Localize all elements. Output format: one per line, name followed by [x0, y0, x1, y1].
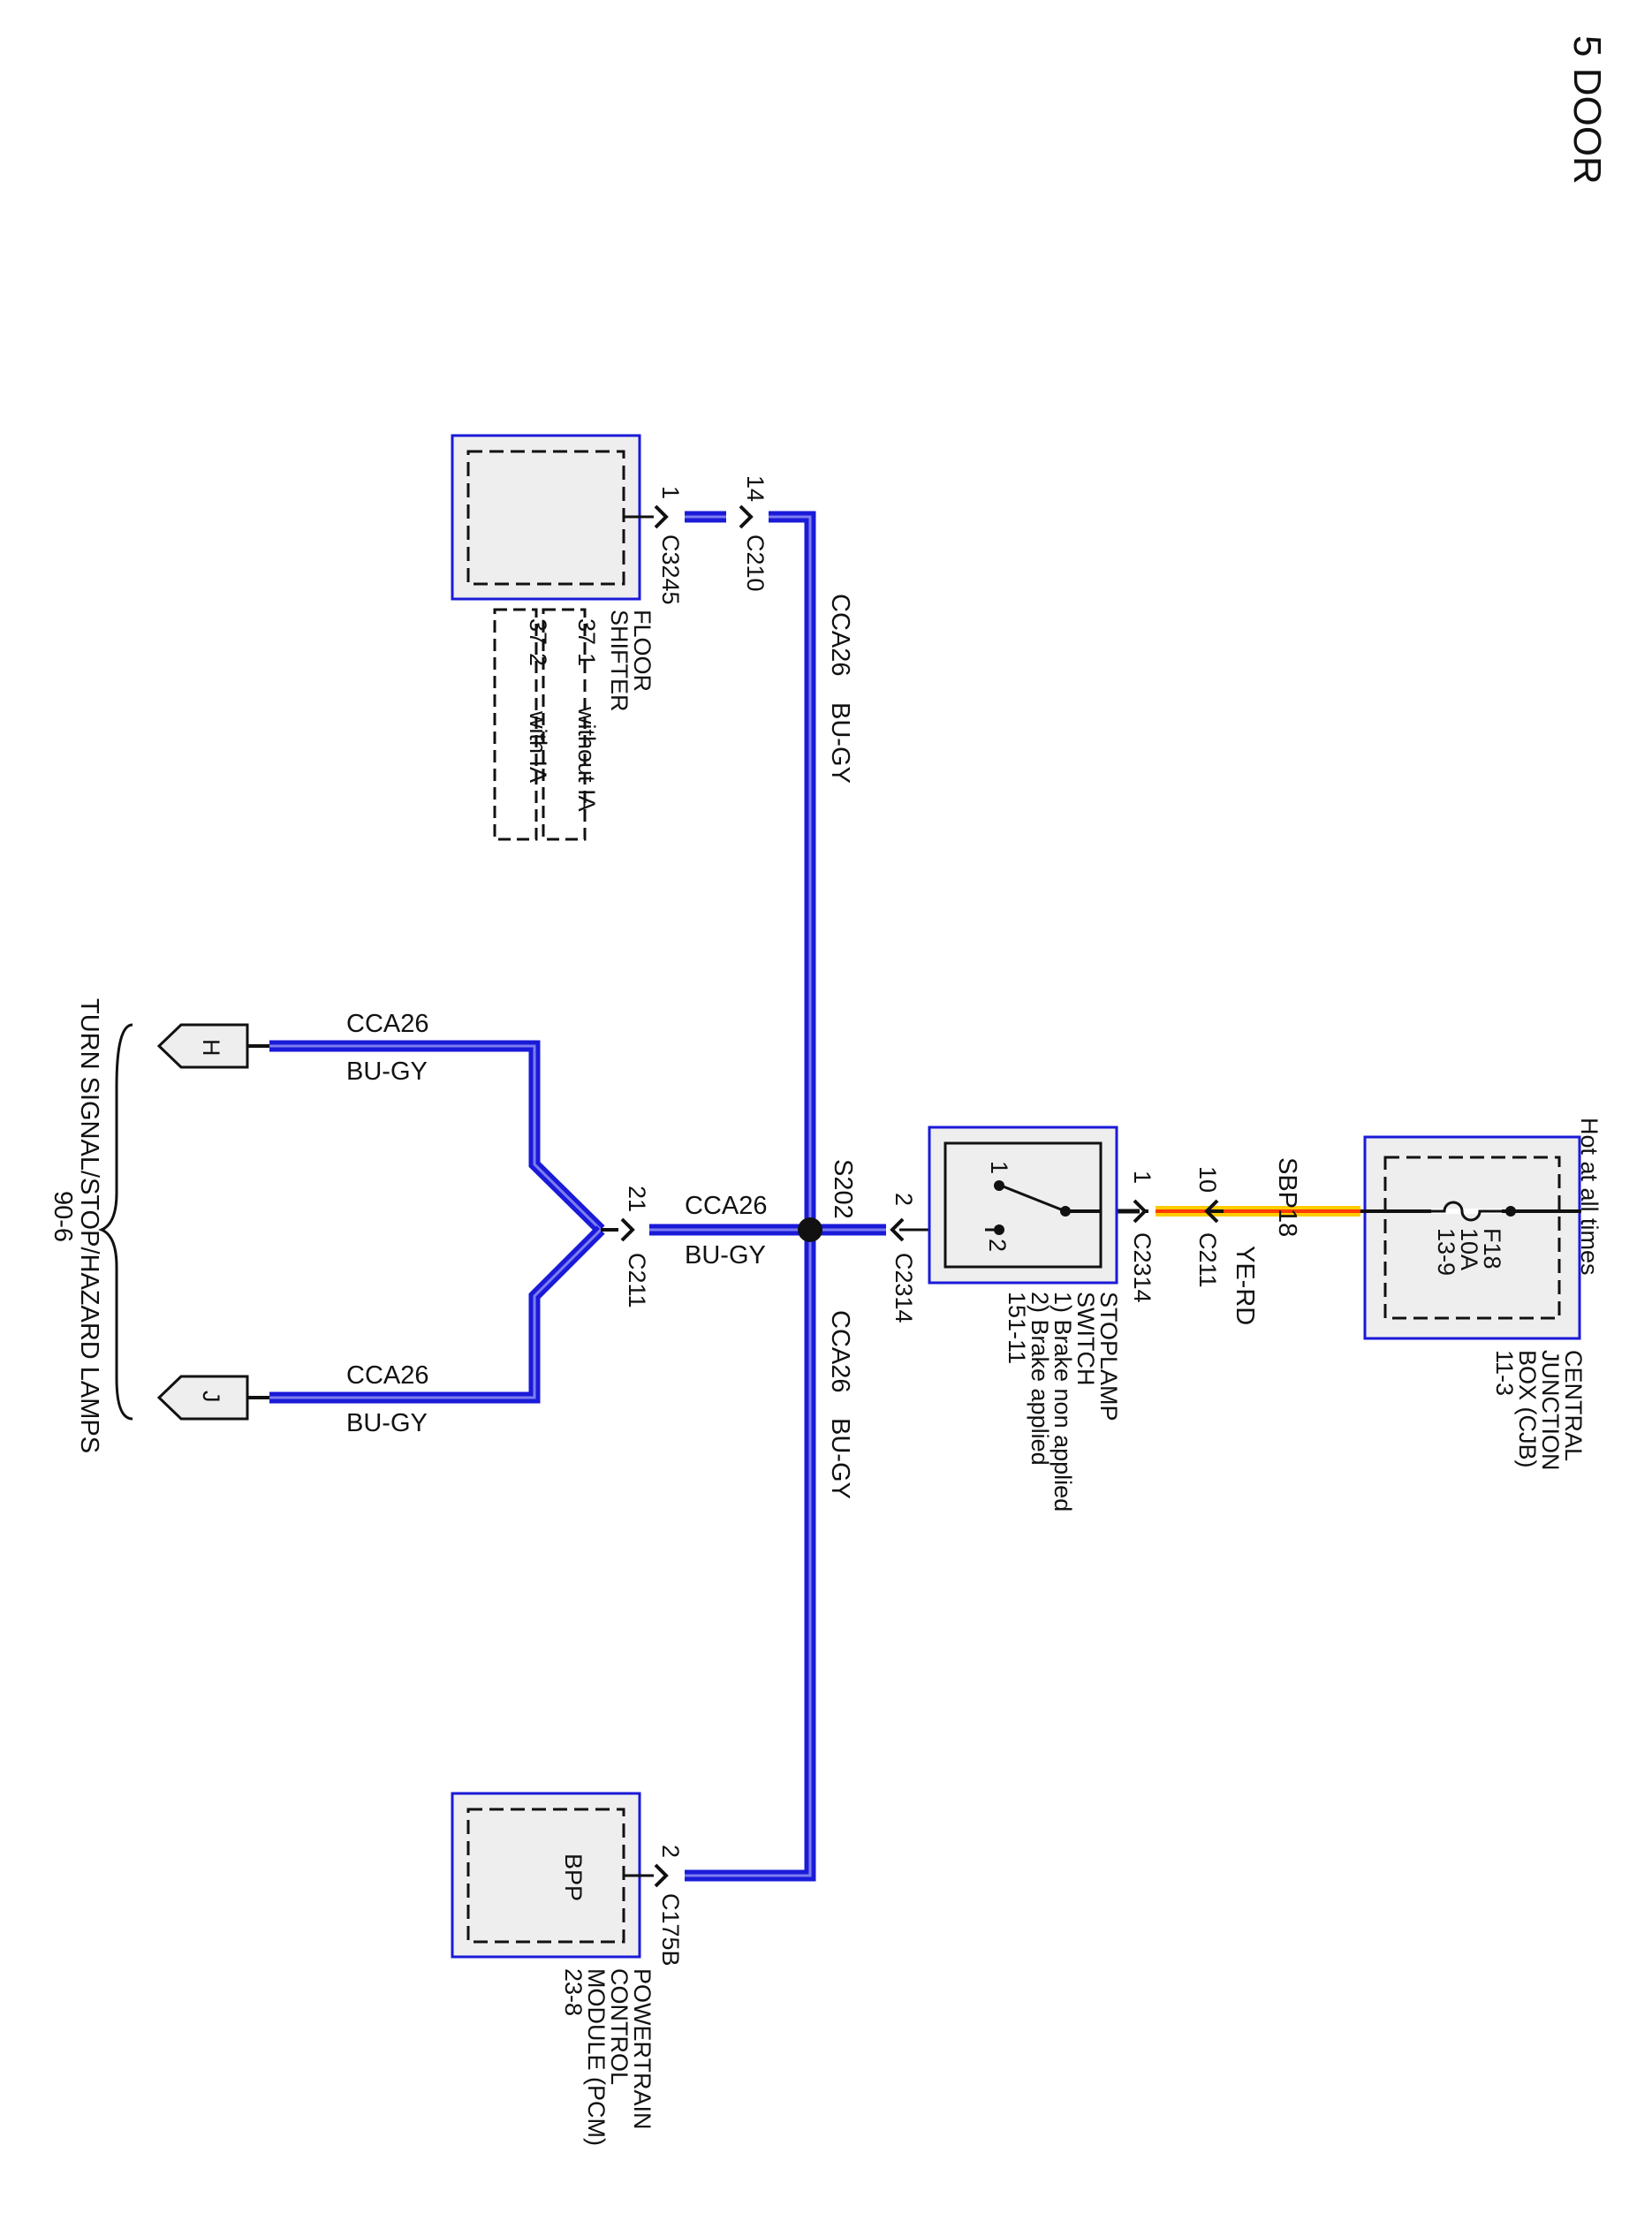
floor-shifter-module — [451, 434, 654, 841]
lamp-connector-h-label: H — [198, 1039, 224, 1057]
wire-cca26-lower-color: BU-GY — [826, 1418, 854, 1499]
c2314-pin1-name: C2314 — [1129, 1232, 1156, 1303]
stoplamp-pin1: 1 — [986, 1161, 1012, 1174]
variant-desc-1: without IA — [573, 706, 600, 812]
c175b-pin: 2 — [657, 1845, 684, 1858]
floor-shifter-name-line: FLOOR — [629, 610, 655, 692]
c2314-pin1-pin: 1 — [1129, 1171, 1156, 1184]
pcm-name-line: CONTROL — [606, 1968, 633, 2085]
fuse-label-line: F18 — [1479, 1228, 1505, 1270]
lamp-connector-j — [156, 1375, 249, 1421]
stoplamp-name-line: STOPLAMP — [1095, 1292, 1122, 1421]
pcm-name-line: 23-8 — [560, 1968, 587, 2016]
c211-pin21-connector-icon — [620, 1217, 635, 1242]
pcm-name-line: MODULE (PCM) — [583, 1968, 610, 2146]
variant-box-without-ia — [542, 608, 587, 841]
fuse-label-line: 10A — [1456, 1228, 1482, 1270]
wire-cca26-lower-circuit: CCA26 — [826, 1310, 854, 1393]
c210-name: C210 — [742, 534, 769, 592]
wire-cca26-h-color: BU-GY — [346, 1057, 428, 1086]
wire-cca26-lower — [685, 1230, 816, 1882]
variant-desc-2: with IA — [525, 710, 551, 783]
splice-s202-label: S202 — [829, 1159, 857, 1219]
c211-mid-pin: 21 — [624, 1186, 650, 1212]
c2314-pin2-pin: 2 — [890, 1193, 917, 1206]
lamps-ref: 90-6 — [49, 1191, 77, 1242]
c211-pin10-connector-icon — [1204, 1199, 1219, 1224]
c3245-connector-icon — [654, 504, 669, 529]
cjb-name-line: BOX (CJB) — [1514, 1350, 1541, 1468]
stoplamp-name-line: 1) Brake non applied — [1050, 1292, 1076, 1512]
fuse-icon — [1427, 1201, 1516, 1222]
variant-ref-1: 37-1 — [573, 618, 600, 666]
pcm-module — [451, 1792, 654, 1959]
cjb-name-line: CENTRAL — [1560, 1350, 1587, 1461]
variant-ref-2: 37-2 — [525, 618, 551, 666]
wire-cca26-branch-color: BU-GY — [685, 1241, 766, 1270]
floor-shifter-name-line: SHIFTER — [606, 610, 633, 712]
fuse-label-line: 13-9 — [1433, 1228, 1459, 1276]
c211-mid-name: C211 — [624, 1253, 650, 1308]
variant-box-with-ia — [493, 608, 538, 841]
lamps-name: TURN SIGNAL/STOP/HAZARD LAMPS — [75, 998, 103, 1453]
connector-symbols — [620, 504, 1219, 1888]
wire-cca26-upper — [769, 511, 816, 1230]
cjb-name-line: JUNCTION — [1537, 1350, 1564, 1471]
c210-connector-icon — [739, 504, 754, 529]
page-title: 5 DOOR — [1565, 35, 1609, 185]
lamp-connector-j-label: J — [198, 1391, 224, 1403]
wire-cca26-j-color: BU-GY — [346, 1409, 428, 1437]
wire-cca26-upper-circuit: CCA26 — [826, 594, 854, 677]
c3245-pin: 1 — [657, 486, 684, 499]
lamps-brace-icon — [98, 1023, 133, 1421]
stoplamp-switch — [928, 1126, 1118, 1285]
splice-s202-dot — [798, 1217, 822, 1242]
labels: 5 DOOR Hot at all timesCENTRALJUNCTIONBOX… — [49, 35, 1609, 2146]
central-junction-box — [1360, 1135, 1581, 1340]
wire-cca26-h-circuit: CCA26 — [346, 1010, 429, 1038]
cjb-name-line: 11-3 — [1491, 1350, 1518, 1396]
stoplamp-pin2: 2 — [984, 1239, 1011, 1252]
lamp-connector-h — [156, 1023, 249, 1069]
c2314-pin2-name: C2314 — [890, 1253, 917, 1323]
stoplamp-name-line: 2) Brake applied — [1027, 1292, 1053, 1466]
wire-sbp18-color: YE-RD — [1231, 1246, 1259, 1325]
pcm-pin-label: BPP — [560, 1853, 587, 1901]
wire-cca26-j-circuit: CCA26 — [346, 1361, 429, 1390]
c211-top-name: C211 — [1194, 1232, 1221, 1288]
c211-top-pin: 10 — [1194, 1166, 1221, 1193]
pcm-name-line: POWERTRAIN — [629, 1968, 655, 2130]
c3245-name: C3245 — [657, 534, 684, 605]
wire-cca26-h — [269, 1040, 605, 1234]
wire-cca26-upper-color: BU-GY — [826, 702, 854, 784]
c2314-pin1-connector-icon — [1133, 1199, 1148, 1224]
c175b-connector-icon — [654, 1863, 669, 1888]
c2314-pin2-connector-icon — [890, 1217, 905, 1242]
wire-cca26-j — [269, 1225, 605, 1404]
stoplamp-name-line: SWITCH — [1072, 1292, 1099, 1385]
wires — [247, 511, 1360, 1882]
switch-icon — [985, 1180, 1101, 1235]
stoplamp-name-line: 151-11 — [1004, 1292, 1030, 1364]
wire-cca26-branch-circuit: CCA26 — [685, 1192, 768, 1220]
wire-sbp18-circuit: SBP18 — [1273, 1157, 1301, 1237]
c210-pin: 14 — [742, 475, 769, 502]
c175b-name: C175B — [657, 1893, 684, 1967]
power-label: Hot at all times — [1576, 1118, 1603, 1276]
